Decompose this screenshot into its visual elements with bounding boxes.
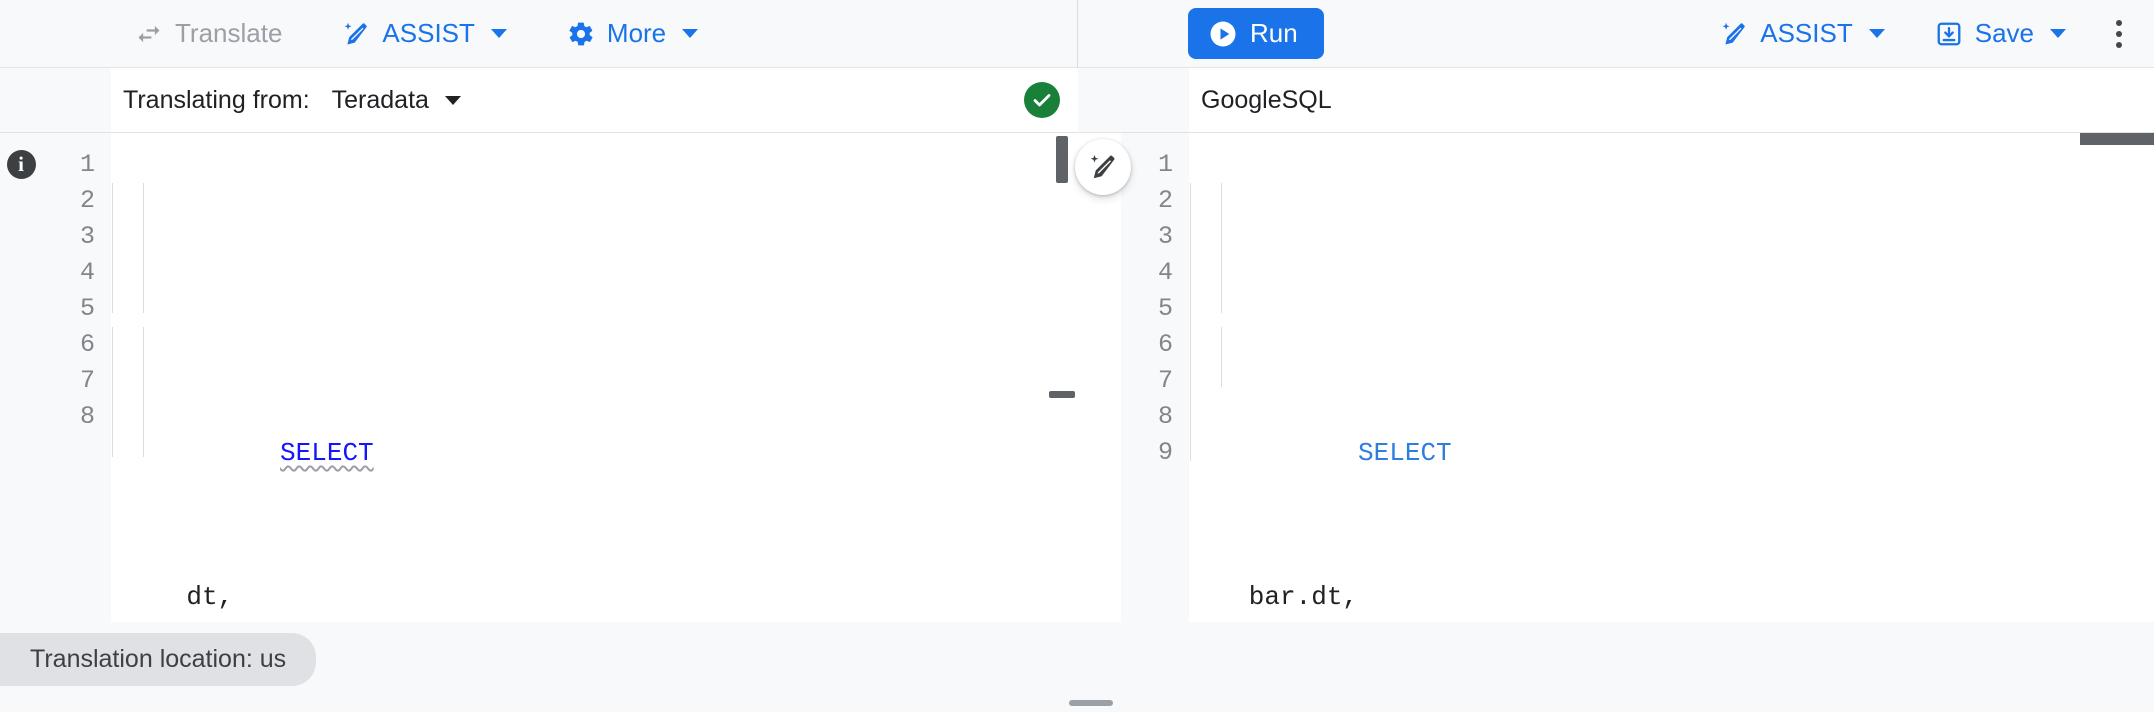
line-number: 8 [79, 402, 95, 431]
target-language-bar: GoogleSQL [1079, 68, 2154, 133]
line-number: 4 [79, 258, 95, 287]
info-icon[interactable]: i [6, 150, 36, 179]
line-number: 9 [1157, 438, 1173, 467]
line-number: 1 [1157, 150, 1173, 179]
line-number: 5 [79, 294, 95, 323]
source-vertical-scrollbar-thumb[interactable] [1056, 136, 1068, 183]
translate-button[interactable]: Translate [125, 11, 292, 56]
assist-label-left: ASSIST [382, 18, 475, 48]
save-icon [1935, 20, 1963, 48]
indent-guide [112, 327, 113, 457]
panel-resize-handle[interactable] [1069, 700, 1113, 706]
indent-guide [1221, 183, 1222, 313]
translate-label: Translate [175, 18, 283, 48]
code-line: bar.dt, [1202, 582, 1359, 612]
line-number: 3 [79, 222, 95, 251]
chevron-down-icon [444, 95, 461, 105]
line-number: 7 [79, 366, 95, 395]
language-bar: Translating from: Teradata GoogleSQL [0, 68, 2154, 133]
source-sql-editor[interactable]: i 1 2 3 4 5 6 7 8 SELECT dt, [0, 133, 1078, 622]
source-gutter-spacer [0, 68, 111, 132]
target-horizontal-scrollbar-thumb[interactable] [2080, 133, 2154, 145]
magic-pen-icon [1088, 152, 1118, 182]
splitter-drag-handle[interactable] [1049, 391, 1075, 398]
run-label: Run [1250, 18, 1298, 48]
code-token-keyword: SELECT [1358, 438, 1452, 468]
more-button[interactable]: More [557, 11, 708, 56]
target-dialect-value: GoogleSQL [1201, 85, 1332, 114]
indent-guide [143, 327, 144, 457]
toolbar-right-group: Run ASSIST [1078, 0, 2154, 68]
source-dialect-select[interactable]: Teradata [324, 82, 469, 119]
line-number: 5 [1157, 294, 1173, 323]
target-line-numbers: 1 2 3 4 5 6 7 8 9 [1121, 133, 1189, 622]
editor-area: i 1 2 3 4 5 6 7 8 SELECT dt, [0, 133, 2154, 622]
more-vert-icon[interactable] [2106, 12, 2132, 56]
line-number: 6 [79, 330, 95, 359]
chevron-down-icon [490, 29, 507, 38]
play-circle-icon [1208, 19, 1238, 49]
translating-from-label: Translating from: [123, 85, 310, 114]
chevron-down-icon [1868, 29, 1885, 38]
save-button[interactable]: Save [1925, 11, 2076, 56]
swap-horizontal-icon [135, 20, 163, 48]
magic-pen-icon [1720, 20, 1748, 48]
indent-guide [1190, 183, 1191, 461]
check-circle-icon [1024, 82, 1060, 118]
assist-fab-button[interactable] [1075, 139, 1131, 195]
line-number: 2 [79, 186, 95, 215]
code-line: dt, [124, 582, 234, 612]
line-number: 1 [79, 150, 95, 179]
main-toolbar: Translate ASSIST More [0, 0, 2154, 68]
line-number: 6 [1157, 330, 1173, 359]
translation-location-badge: Translation location: us [0, 633, 317, 686]
target-code-content[interactable]: SELECT bar.dt, bar.dt2 FROM foo.bar ORDE… [1189, 133, 2154, 622]
chevron-down-icon [682, 29, 699, 38]
code-token-keyword: SELECT [280, 438, 374, 468]
assist-button-right[interactable]: ASSIST [1710, 11, 1894, 56]
target-sql-editor[interactable]: 1 2 3 4 5 6 7 8 9 SELECT bar.dt, ba [1079, 133, 2154, 622]
line-number: 2 [1157, 186, 1173, 215]
assist-button-left[interactable]: ASSIST [332, 11, 516, 56]
run-button[interactable]: Run [1188, 8, 1324, 59]
source-annotation-gutter: i [0, 133, 42, 622]
line-number: 8 [1157, 402, 1173, 431]
toolbar-left-group: Translate ASSIST More [0, 0, 1078, 68]
indent-guide [1221, 327, 1222, 387]
source-code-content[interactable]: SELECT dt, dt2 FROM foo.bar ORDER BY dt; [111, 133, 1077, 622]
chevron-down-icon [2050, 29, 2066, 38]
editor-splitter[interactable] [1046, 133, 1079, 622]
indent-guide [143, 183, 144, 313]
assist-label-right: ASSIST [1760, 18, 1853, 48]
indent-guide [112, 183, 113, 313]
line-number: 4 [1157, 258, 1173, 287]
magic-pen-icon [342, 20, 370, 48]
more-label: More [606, 18, 667, 48]
line-number: 7 [1157, 366, 1173, 395]
status-bar: Translation location: us [0, 622, 2154, 712]
source-dialect-value: Teradata [331, 85, 429, 114]
code-line: SELECT [124, 399, 1077, 507]
target-gutter-spacer [1079, 68, 1189, 132]
code-line: SELECT [1202, 399, 2154, 507]
source-language-bar: Translating from: Teradata [0, 68, 1078, 133]
line-number: 3 [1157, 222, 1173, 251]
source-line-numbers: 1 2 3 4 5 6 7 8 [42, 133, 111, 622]
save-label: Save [1974, 18, 2034, 48]
gear-icon [567, 20, 595, 48]
